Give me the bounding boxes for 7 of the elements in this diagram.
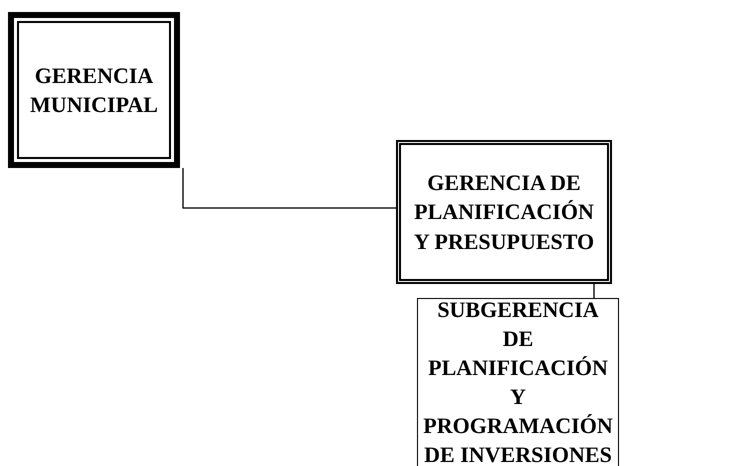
unit-name: GERENCIA MUNICIPAL xyxy=(30,62,158,119)
org-box xyxy=(8,12,180,168)
unit-name: SUBGERENCIA DE PLANIFICACIÓN Y PROGRAMACIÓN DE INVERSIONES xyxy=(422,296,614,466)
connector-line xyxy=(182,168,396,209)
unit-name: GERENCIA DE PLANIFICACIÓN Y PRESUPUESTO xyxy=(412,169,596,256)
org-box xyxy=(396,140,612,284)
connector-line xyxy=(593,284,595,298)
